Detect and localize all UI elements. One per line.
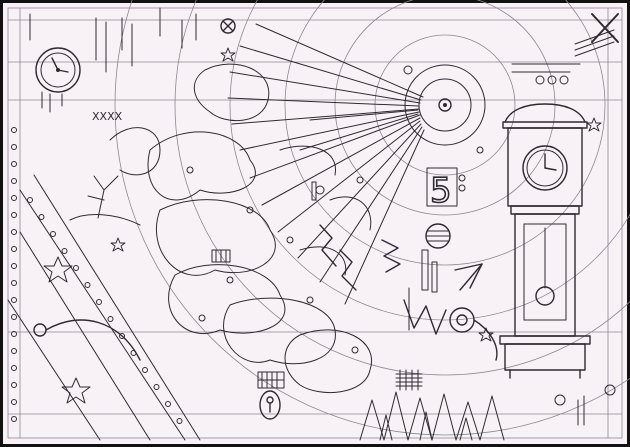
chain-dot bbox=[27, 197, 33, 203]
chain-dot bbox=[107, 316, 114, 322]
inner-frame bbox=[7, 7, 623, 439]
chain-dot bbox=[38, 214, 45, 220]
edge-dot bbox=[11, 399, 17, 405]
swirl-clouds bbox=[109, 63, 373, 394]
chain-dot bbox=[119, 333, 125, 339]
drip-lines bbox=[29, 7, 197, 73]
grass-spikes-icon bbox=[359, 391, 505, 441]
edge-dot bbox=[11, 144, 17, 150]
bare-tree-icon bbox=[69, 175, 141, 226]
spiral-icon bbox=[449, 307, 498, 361]
edge-dot bbox=[11, 297, 17, 303]
edge-dot bbox=[11, 280, 17, 286]
edge-dot bbox=[11, 365, 17, 371]
edge-dot bbox=[11, 331, 17, 337]
edge-dot bbox=[11, 127, 17, 133]
edge-dot bbox=[11, 416, 17, 422]
grandfather-clock-icon bbox=[499, 103, 591, 379]
chain-dot bbox=[73, 265, 79, 271]
ring-pendant-icon bbox=[33, 319, 141, 361]
chain-dot bbox=[50, 231, 56, 237]
edge-dot bbox=[11, 382, 17, 388]
hatch-blocks bbox=[211, 249, 285, 389]
bar-cluster bbox=[311, 181, 585, 426]
edge-dot bbox=[11, 212, 17, 218]
zigzag-symbols bbox=[319, 224, 447, 335]
edge-dot bbox=[11, 348, 17, 354]
diagonal-rails bbox=[7, 174, 201, 441]
edge-dot bbox=[11, 229, 17, 235]
edge-dot bbox=[11, 161, 17, 167]
star-icon bbox=[43, 47, 602, 404]
sun-burst-icon bbox=[227, 23, 425, 305]
chain-dot bbox=[176, 418, 183, 424]
circle-x-icon bbox=[220, 18, 236, 34]
arrow-icon bbox=[454, 263, 483, 291]
edge-dot bbox=[11, 314, 17, 320]
crosshatch-patch bbox=[395, 369, 423, 391]
top-right-bars bbox=[511, 29, 615, 85]
x-mark-icon bbox=[591, 13, 619, 43]
edge-dot bbox=[11, 263, 17, 269]
chain-dot bbox=[61, 248, 68, 254]
chain-dot bbox=[153, 384, 160, 390]
edge-dot bbox=[11, 195, 17, 201]
dots-scatter bbox=[186, 65, 616, 406]
dot-chain bbox=[11, 127, 183, 424]
numeral-text: 5 bbox=[430, 171, 452, 211]
scribble-text: XXXX bbox=[92, 110, 123, 123]
chain-dot bbox=[165, 401, 171, 407]
striped-ball-icon bbox=[425, 223, 451, 249]
keyhole-icon bbox=[259, 390, 281, 420]
wall-clock-icon bbox=[35, 47, 81, 113]
chain-dot bbox=[84, 282, 91, 288]
edge-dot bbox=[11, 246, 17, 252]
edge-dot bbox=[11, 178, 17, 184]
guide-lines bbox=[8, 8, 622, 438]
numeral-five: 5 bbox=[426, 167, 466, 212]
chain-dot bbox=[96, 299, 102, 305]
chain-dot bbox=[142, 367, 148, 373]
